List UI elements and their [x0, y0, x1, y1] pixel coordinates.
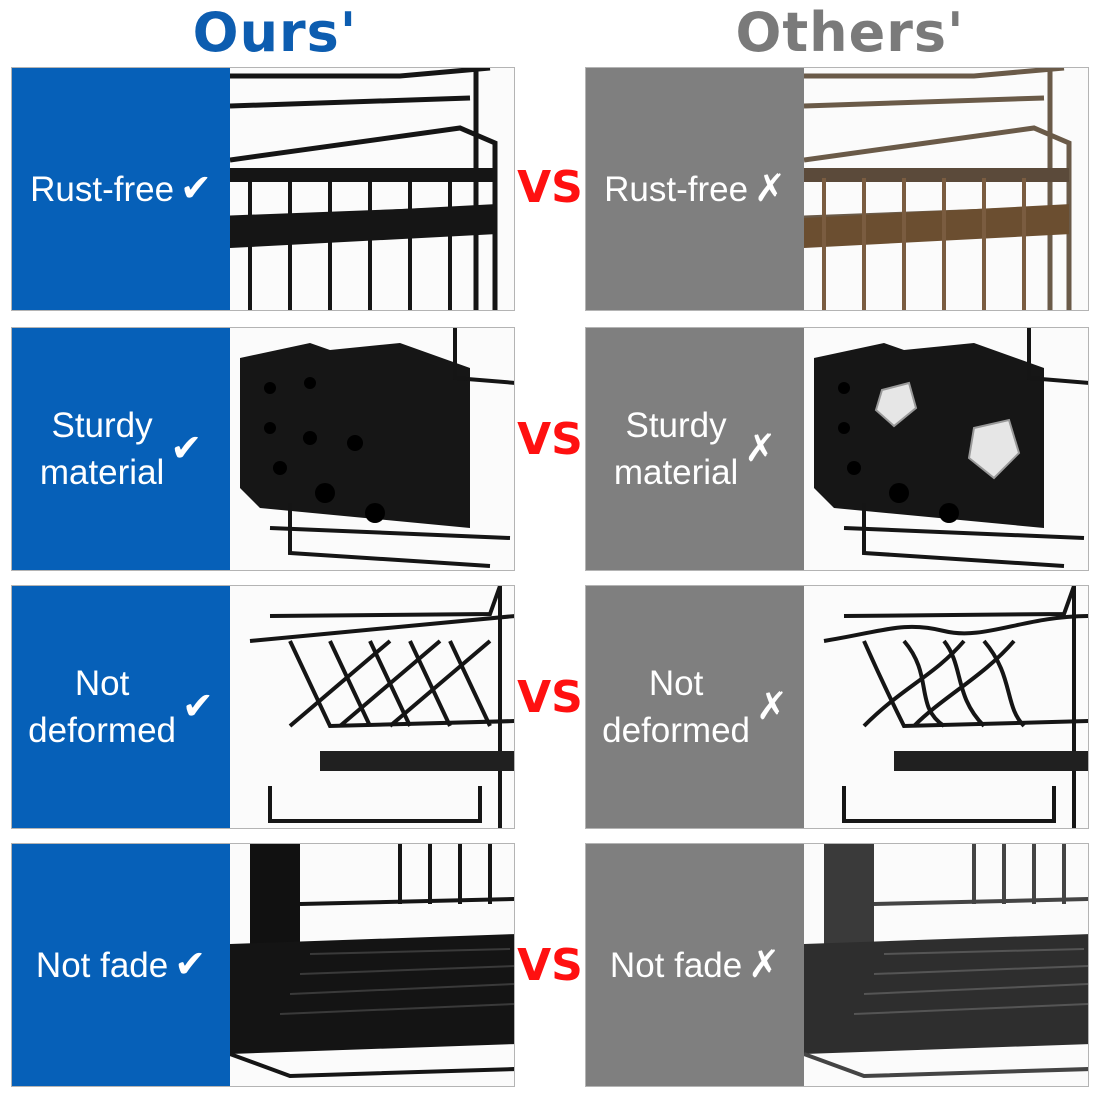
ours-label-box: Rust-free ✔ — [12, 68, 230, 310]
broken-holder-photo — [804, 328, 1088, 570]
ours-sturdy-panel: Sturdy material ✔ — [11, 327, 515, 571]
ours-label: Rust-free — [30, 169, 175, 209]
rack-wire-photo — [230, 68, 514, 310]
bent-rack-photo — [804, 586, 1088, 828]
utensil-holder-photo — [230, 328, 514, 570]
cross-icon: ✗ — [748, 944, 781, 986]
others-not-fade-panel: Not fade ✗ — [585, 843, 1089, 1087]
plate-rack-photo — [230, 586, 514, 828]
ours-label-box: Sturdy material ✔ — [12, 328, 230, 570]
vs-label: VS — [517, 672, 583, 723]
others-label: Not fade — [609, 945, 743, 985]
check-icon: ✔ — [180, 168, 212, 210]
cross-icon: ✗ — [756, 686, 788, 728]
others-heading: Others' — [735, 1, 965, 64]
others-deformed-panel: Not deformed ✗ — [585, 585, 1089, 829]
cross-icon: ✗ — [744, 428, 777, 470]
ours-label: Not fade — [35, 945, 169, 985]
ours-deformed-panel: Not deformed ✔ — [11, 585, 515, 829]
check-icon: ✔ — [182, 686, 214, 728]
vs-label: VS — [517, 162, 583, 213]
ours-label: Sturdy material — [39, 406, 165, 492]
others-label-box: Not deformed ✗ — [586, 586, 804, 828]
ours-label: Not deformed — [28, 664, 177, 750]
rusty-rack-photo — [804, 68, 1088, 310]
cross-icon: ✗ — [754, 168, 786, 210]
faded-board-photo — [804, 844, 1088, 1086]
vs-label: VS — [517, 940, 583, 991]
others-rust-free-panel: Rust-free ✗ — [585, 67, 1089, 311]
ours-label-box: Not deformed ✔ — [12, 586, 230, 828]
vs-label: VS — [517, 414, 583, 465]
ours-rust-free-panel: Rust-free ✔ — [11, 67, 515, 311]
others-sturdy-panel: Sturdy material ✗ — [585, 327, 1089, 571]
ours-not-fade-panel: Not fade ✔ — [11, 843, 515, 1087]
others-label: Sturdy material — [613, 406, 739, 492]
drain-board-photo — [230, 844, 514, 1086]
ours-label-box: Not fade ✔ — [12, 844, 230, 1086]
others-label: Rust-free — [604, 169, 749, 209]
others-label-box: Not fade ✗ — [586, 844, 804, 1086]
check-icon: ✔ — [170, 428, 203, 470]
others-label: Not deformed — [602, 664, 751, 750]
others-label-box: Sturdy material ✗ — [586, 328, 804, 570]
others-label-box: Rust-free ✗ — [586, 68, 804, 310]
check-icon: ✔ — [174, 944, 207, 986]
ours-heading: Ours' — [192, 1, 358, 64]
